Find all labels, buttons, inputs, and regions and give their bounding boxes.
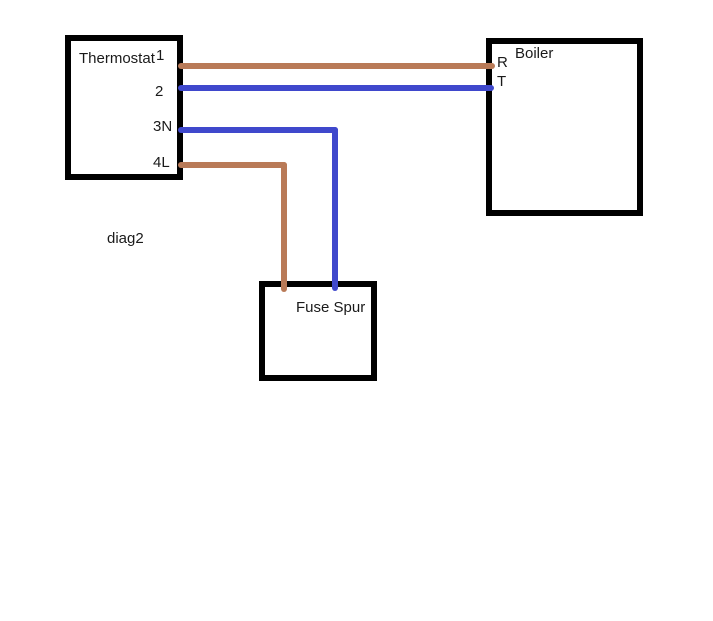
thermostat-title: Thermostat <box>79 50 155 67</box>
fuse-spur-box <box>259 281 377 381</box>
wire-thermostat-2-to-boiler-t <box>178 85 494 91</box>
thermostat-terminal-1: 1 <box>156 47 165 64</box>
diagram-caption: diag2 <box>107 230 144 247</box>
wire-thermostat-3n-to-fuse-spur-vertical <box>332 127 338 291</box>
thermostat-terminal-3n: 3N <box>153 118 173 135</box>
wire-thermostat-4l-to-fuse-spur-horizontal <box>178 162 287 168</box>
boiler-terminal-r: R <box>497 54 508 71</box>
thermostat-box <box>65 35 183 180</box>
wire-thermostat-4l-to-fuse-spur-vertical <box>281 162 287 292</box>
fuse-spur-title: Fuse Spur <box>296 299 366 316</box>
boiler-box <box>486 38 643 216</box>
wire-thermostat-3n-to-fuse-spur-horizontal <box>178 127 338 133</box>
boiler-title: Boiler <box>515 45 554 62</box>
wire-thermostat-1-to-boiler-r <box>178 63 495 69</box>
thermostat-terminal-4l: 4L <box>153 154 170 171</box>
thermostat-terminal-2: 2 <box>155 83 164 100</box>
boiler-terminal-t: T <box>497 73 507 90</box>
